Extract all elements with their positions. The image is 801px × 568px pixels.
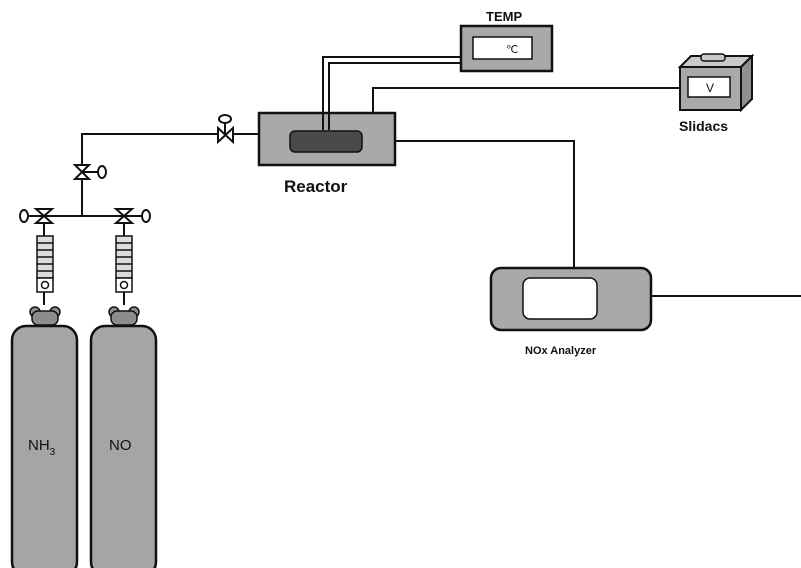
slidacs-display xyxy=(687,76,731,98)
temp-label: TEMP xyxy=(486,9,522,24)
feed-pipe xyxy=(81,133,258,216)
slidacs-wire xyxy=(367,87,680,142)
cylinder-no: NO xyxy=(89,324,158,568)
temp-unit: ℃ xyxy=(506,44,518,56)
valve-feed[interactable] xyxy=(72,164,107,180)
temp-controller: ℃ xyxy=(459,24,554,73)
flowmeter-nh3 xyxy=(36,235,54,293)
valve-manifold-right[interactable] xyxy=(113,208,151,224)
valve-reactor-inlet[interactable] xyxy=(217,114,234,145)
valve-manifold-left[interactable] xyxy=(19,208,55,224)
analyzer-screen xyxy=(522,277,598,320)
reactor-to-analyzer-pipe xyxy=(396,140,575,268)
slidacs-label: Slidacs xyxy=(679,118,728,134)
reactor xyxy=(257,57,397,167)
slidacs xyxy=(677,53,755,113)
nox-analyzer xyxy=(489,266,653,332)
slidacs-knob[interactable] xyxy=(700,53,726,62)
cylinder-no-label: NO xyxy=(109,437,132,454)
reactor-label: Reactor xyxy=(284,177,348,196)
manifold-pipe xyxy=(43,215,125,305)
flowmeter-no xyxy=(115,235,133,293)
cylinder-nh3: NH3 xyxy=(10,324,79,568)
slidacs-unit: V xyxy=(706,81,714,95)
regulator-no xyxy=(108,306,140,326)
regulator-nh3 xyxy=(29,306,61,326)
cylinder-nh3-label: NH3 xyxy=(28,437,56,458)
reactor-catalyst-bed xyxy=(289,130,363,153)
temp-display xyxy=(472,36,533,60)
analyzer-label: NOx Analyzer xyxy=(525,345,597,357)
